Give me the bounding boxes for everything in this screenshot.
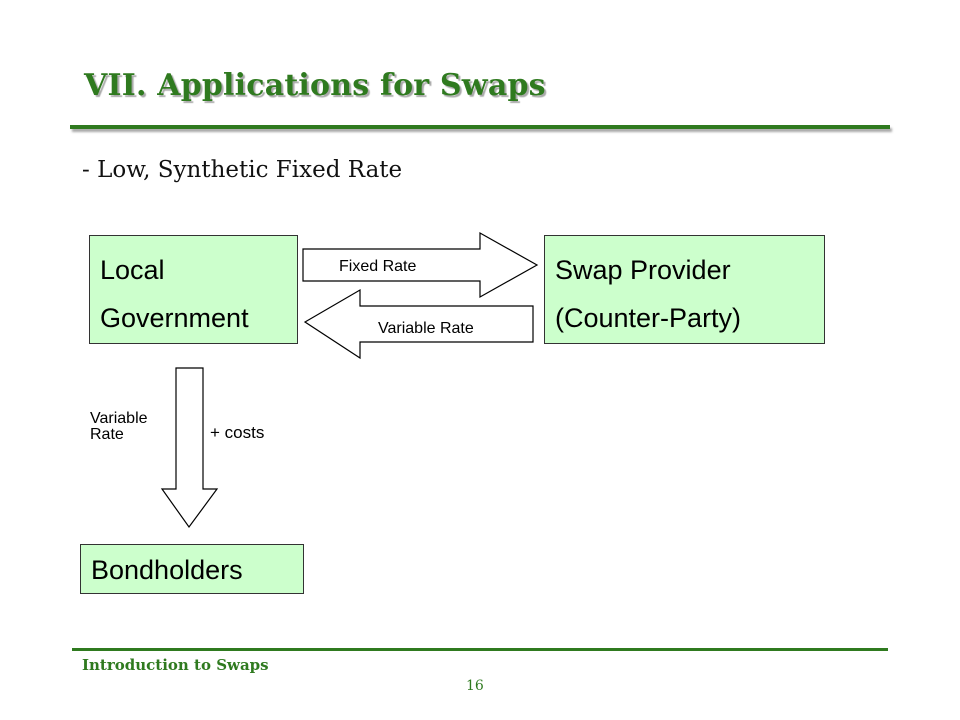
local-government-line2: Government	[100, 303, 249, 333]
swap-provider-line2: (Counter-Party)	[555, 303, 742, 333]
slide-subtitle: - Low, Synthetic Fixed Rate	[82, 157, 403, 183]
local-government-line1: Local	[100, 255, 165, 285]
local-government-box: Local Government	[89, 235, 298, 344]
variable-rate-arrow	[303, 288, 534, 360]
footer-divider	[72, 648, 888, 651]
fixed-rate-arrow	[302, 231, 539, 299]
bondholders-box: Bondholders	[80, 544, 304, 594]
swap-provider-box: Swap Provider (Counter-Party)	[544, 235, 825, 344]
variable-rate-label: Variable Rate	[378, 320, 474, 337]
title-divider	[70, 125, 890, 129]
down-arrow	[160, 367, 219, 529]
slide-title: VII. Applications for Swaps	[84, 68, 546, 103]
fixed-rate-label: Fixed Rate	[339, 258, 417, 275]
bondholders-label: Bondholders	[91, 555, 243, 585]
page-number: 16	[466, 678, 484, 694]
costs-label: + costs	[210, 423, 265, 442]
swap-provider-line1: Swap Provider	[555, 255, 731, 285]
down-variable-rate-label: Variable Rate	[90, 410, 148, 443]
footer-text: Introduction to Swaps	[82, 656, 269, 674]
